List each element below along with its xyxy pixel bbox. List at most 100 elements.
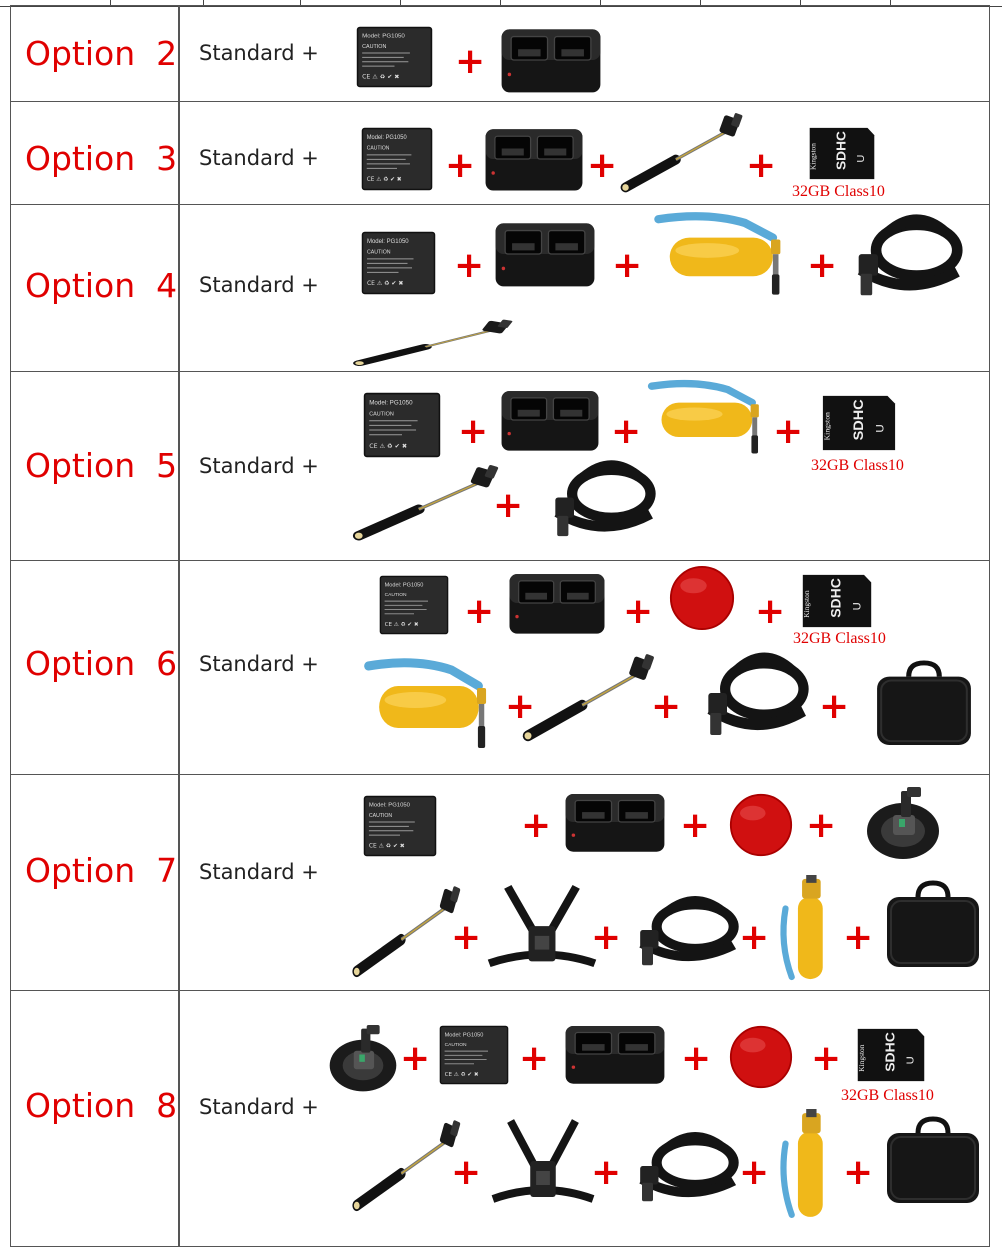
plus-sign: + (811, 1038, 842, 1079)
dual-charger-image (563, 1021, 667, 1087)
sd-card-image: Kingston SDHC U (856, 1027, 926, 1083)
svg-text:Model: PG1050: Model: PG1050 (385, 582, 424, 588)
svg-text:SDHC: SDHC (829, 578, 844, 618)
svg-text:Kingston: Kingston (810, 143, 818, 170)
svg-text:Model: PG1050: Model: PG1050 (445, 1032, 484, 1038)
head-strap-image (699, 649, 811, 749)
svg-text:CE ⚠ ♻ ✔ ✖: CE ⚠ ♻ ✔ ✖ (445, 1071, 479, 1078)
red-filter-image (669, 565, 735, 631)
column-divider (178, 205, 180, 371)
svg-text:CAUTION: CAUTION (385, 592, 407, 598)
wrist-mount-image (863, 787, 943, 863)
sd-card-image: Kingston SDHC U (801, 573, 873, 629)
strip-tick (110, 0, 111, 6)
carry-case-image (883, 1115, 983, 1205)
svg-text:U: U (852, 602, 864, 610)
selfie-stick-image (351, 464, 506, 542)
plus-sign: + (493, 485, 524, 526)
plus-sign: + (521, 805, 552, 846)
head-strap-image (546, 457, 658, 549)
svg-text:Model: PG1050: Model: PG1050 (369, 399, 413, 406)
svg-text:CAUTION: CAUTION (367, 250, 391, 256)
svg-text:Kingston: Kingston (823, 412, 832, 440)
option-row: Option 7 Standard + Model: PG1050 CAUTIO… (10, 775, 990, 991)
sd-card-caption: 32GB Class10 (792, 183, 885, 200)
svg-text:CE ⚠ ♻ ✔ ✖: CE ⚠ ♻ ✔ ✖ (385, 621, 419, 628)
wrist-mount-image (326, 1025, 400, 1095)
svg-text:Model: PG1050: Model: PG1050 (369, 803, 411, 809)
battery-image: Model: PG1050 CAUTION CE ⚠ ♻ ✔ ✖ (361, 127, 433, 191)
svg-text:U: U (855, 155, 867, 163)
carry-case-image (883, 879, 983, 969)
dual-charger-image (563, 789, 667, 855)
plus-sign: + (806, 805, 837, 846)
svg-text:CAUTION: CAUTION (362, 44, 386, 50)
plus-sign: + (680, 805, 711, 846)
standard-label: Standard + (199, 454, 319, 478)
battery-image: Model: PG1050 CAUTION CE ⚠ ♻ ✔ ✖ (363, 392, 441, 458)
red-filter-image (729, 793, 793, 857)
dual-charger-image (499, 24, 603, 96)
plus-sign: + (591, 1152, 622, 1193)
floating-grip-image (769, 1109, 831, 1221)
plus-sign: + (843, 917, 874, 958)
selfie-stick-image (351, 319, 521, 367)
floating-grip-image (769, 875, 831, 983)
sd-card-image: Kingston SDHC U (808, 126, 876, 181)
red-filter-image (729, 1025, 793, 1089)
plus-sign: + (651, 686, 682, 727)
head-strap-image (631, 1129, 741, 1213)
plus-sign: + (612, 245, 643, 286)
standard-label: Standard + (199, 652, 319, 676)
plus-sign: + (451, 917, 482, 958)
chest-harness-image (485, 883, 599, 977)
column-divider (178, 561, 180, 774)
strip-tick (500, 0, 501, 6)
plus-sign: + (755, 591, 786, 632)
option-label: Option 4 (25, 266, 178, 305)
plus-sign: + (591, 917, 622, 958)
plus-sign: + (773, 411, 804, 452)
head-strap-image (849, 211, 965, 309)
column-divider (178, 775, 180, 990)
sd-card-image: Kingston SDHC U (821, 394, 897, 452)
option-label: Option 6 (25, 644, 178, 683)
plus-sign: + (445, 145, 476, 186)
battery-image: Model: PG1050 CAUTION CE ⚠ ♻ ✔ ✖ (356, 26, 433, 88)
svg-text:CAUTION: CAUTION (367, 145, 390, 151)
option-label: Option 3 (25, 139, 178, 178)
plus-sign: + (464, 591, 495, 632)
option-row: Option 4 Standard + Model: PG1050 CAUTIO… (10, 205, 990, 372)
svg-text:U: U (875, 424, 887, 432)
selfie-stick-image (521, 653, 661, 743)
selfie-stick-image (619, 112, 749, 194)
dual-charger-image (507, 569, 607, 637)
head-strap-image (631, 893, 741, 977)
battery-image: Model: PG1050 CAUTION CE ⚠ ♻ ✔ ✖ (439, 1025, 509, 1085)
plus-sign: + (400, 1038, 431, 1079)
plus-sign: + (519, 1038, 550, 1079)
sd-card-caption: 32GB Class10 (811, 457, 904, 474)
column-divider (178, 372, 180, 560)
plus-sign: + (681, 1038, 712, 1079)
svg-text:CAUTION: CAUTION (369, 813, 393, 819)
option-row: Option 8 Standard + + Model: PG1050 CAUT… (10, 991, 990, 1247)
strip-tick (203, 0, 204, 6)
floating-grip-image (651, 210, 801, 302)
plus-sign: + (454, 245, 485, 286)
strip-tick (800, 0, 801, 6)
sd-card-caption: 32GB Class10 (793, 630, 886, 647)
svg-text:Model: PG1050: Model: PG1050 (362, 34, 405, 40)
floating-grip-image (361, 656, 506, 756)
plus-sign: + (587, 145, 618, 186)
plus-sign: + (458, 411, 489, 452)
plus-sign: + (746, 145, 777, 186)
svg-text:CE ⚠ ♻ ✔ ✖: CE ⚠ ♻ ✔ ✖ (367, 176, 402, 183)
plus-sign: + (455, 41, 486, 82)
option-row: Option 5 Standard + Model: PG1050 CAUTIO… (10, 372, 990, 561)
option-label: Option 7 (25, 851, 178, 890)
battery-image: Model: PG1050 CAUTION CE ⚠ ♻ ✔ ✖ (363, 795, 437, 857)
svg-text:Kingston: Kingston (858, 1044, 866, 1072)
sd-card-caption: 32GB Class10 (841, 1087, 934, 1104)
svg-text:SDHC: SDHC (883, 1032, 898, 1072)
